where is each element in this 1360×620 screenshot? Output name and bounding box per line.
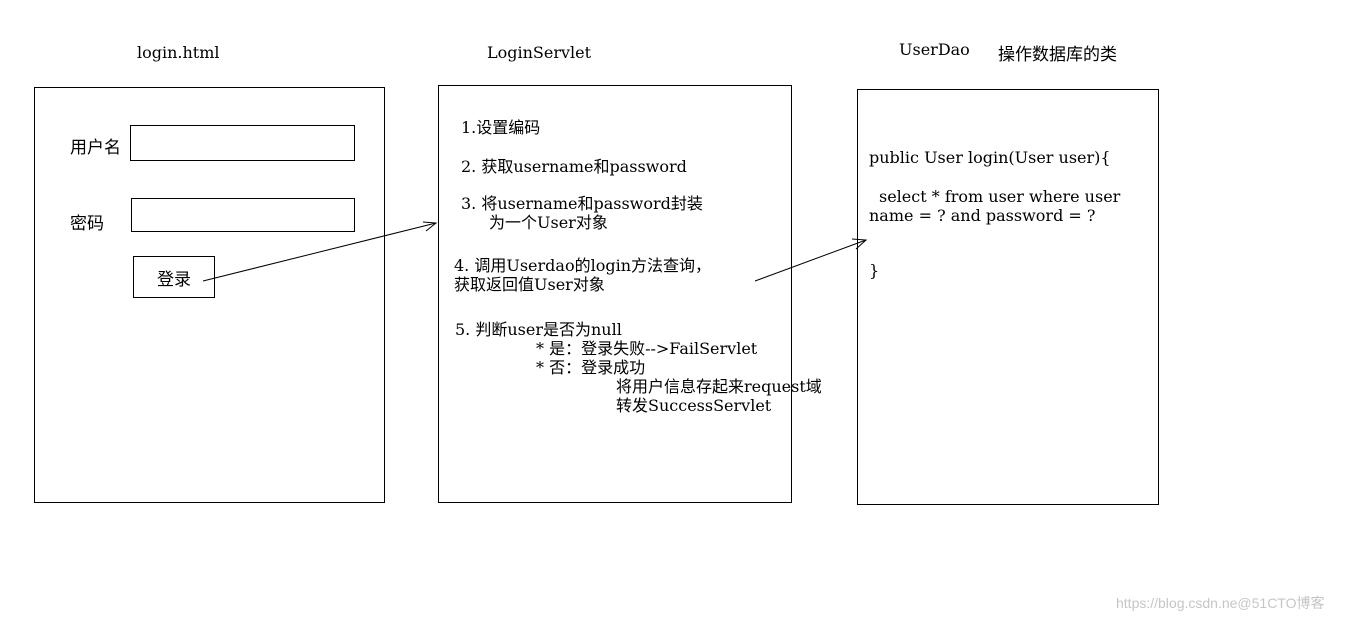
servlet-step-3-line-2: 为一个User对象 [489, 213, 608, 232]
servlet-step-5-no-store: 将用户信息存起来request域 [616, 377, 822, 396]
servlet-step-4-line-1: 4. 调用Userdao的login方法查询， [454, 256, 711, 275]
servlet-step-5-line-1: 5. 判断user是否为null [455, 320, 622, 339]
dao-closing-brace: } [869, 261, 880, 280]
arrowhead-login-to-servlet [422, 221, 438, 232]
servlet-step-3-line-1: 3. 将username和password封装 [461, 194, 703, 213]
watermark: https://blog.csdn.ne@51CTO博客 [1116, 595, 1325, 611]
servlet-step-4-line-2: 获取返回值User对象 [454, 275, 605, 294]
login-servlet-title: LoginServlet [487, 43, 592, 62]
servlet-step-5-no-forward: 转发SuccessServlet [616, 396, 772, 415]
servlet-step-1: 1.设置编码 [461, 118, 541, 137]
username-input[interactable] [130, 125, 355, 161]
servlet-step-5-yes: * 是：登录失败-->FailServlet [536, 339, 758, 358]
user-dao-title: UserDao [899, 40, 970, 59]
dao-method-signature: public User login(User user){ [869, 148, 1111, 167]
password-input[interactable] [131, 198, 355, 232]
username-label: 用户名 [70, 138, 121, 158]
servlet-step-5-no: * 否：登录成功 [536, 358, 646, 377]
user-dao-panel [857, 89, 1159, 505]
servlet-step-2: 2. 获取username和password [461, 157, 687, 176]
login-button[interactable]: 登录 [133, 256, 215, 298]
login-html-title: login.html [137, 43, 220, 62]
password-label: 密码 [70, 214, 104, 234]
user-dao-description: 操作数据库的类 [998, 45, 1117, 65]
login-servlet-panel [438, 85, 792, 503]
dao-sql-line-2: name = ? and password = ? [869, 206, 1096, 225]
dao-sql-line-1: select * from user where user [879, 187, 1121, 206]
login-form-panel: 用户名 密码 登录 [34, 87, 385, 503]
